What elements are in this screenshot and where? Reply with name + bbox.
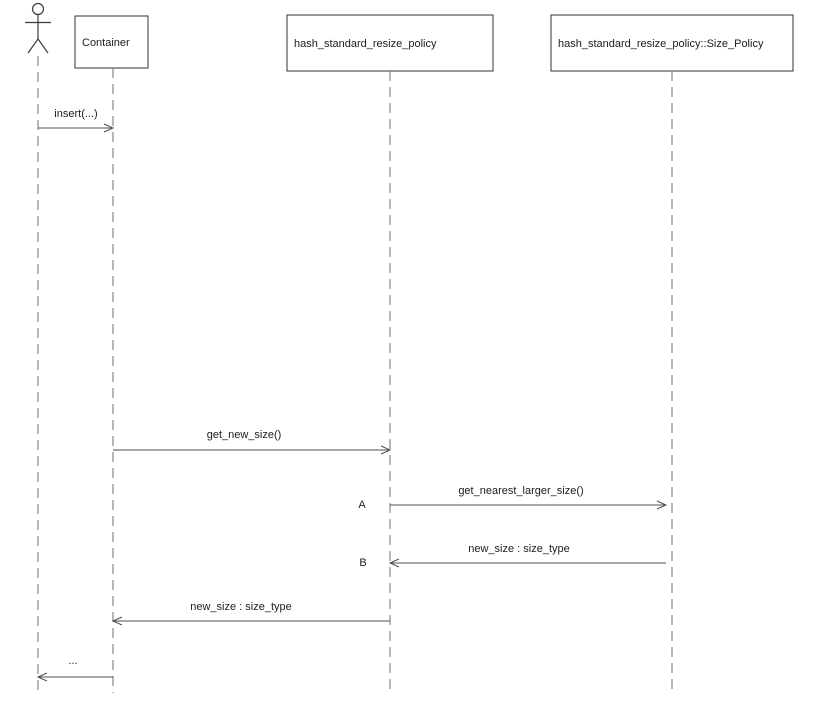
message-label-1: get_new_size() [207,429,282,441]
participant-label-hash-standard-resize-policy: hash_standard_resize_policy [294,38,437,50]
message-label-4: new_size : size_type [190,601,292,613]
message-label-2: get_nearest_larger_size() [458,485,583,497]
message-tag-B: B [359,557,366,569]
participant-box-container [74,15,149,69]
message-arrowhead-icon-3 [388,558,400,568]
message-arrowhead-icon-5 [36,672,48,682]
actor-left-leg-icon [27,38,39,54]
participant-box-hash-standard-resize-policy [286,14,494,72]
message-label-5: ... [68,655,77,667]
actor-right-leg-icon [37,38,49,54]
participant-box-hash-standard-resize-policy-size-policy [550,14,794,72]
message-arrowhead-icon-1 [380,445,392,455]
message-label-0: insert(...) [54,108,97,120]
message-arrowhead-icon-0 [103,123,115,133]
message-arrowhead-icon-2 [656,500,668,510]
message-tag-A: A [358,499,366,511]
message-arrowhead-icon-4 [111,616,123,626]
participant-label-container: Container [82,37,130,49]
participant-label-hash-standard-resize-policy-size-policy: hash_standard_resize_policy::Size_Policy [558,38,764,50]
message-label-3: new_size : size_type [468,543,570,555]
